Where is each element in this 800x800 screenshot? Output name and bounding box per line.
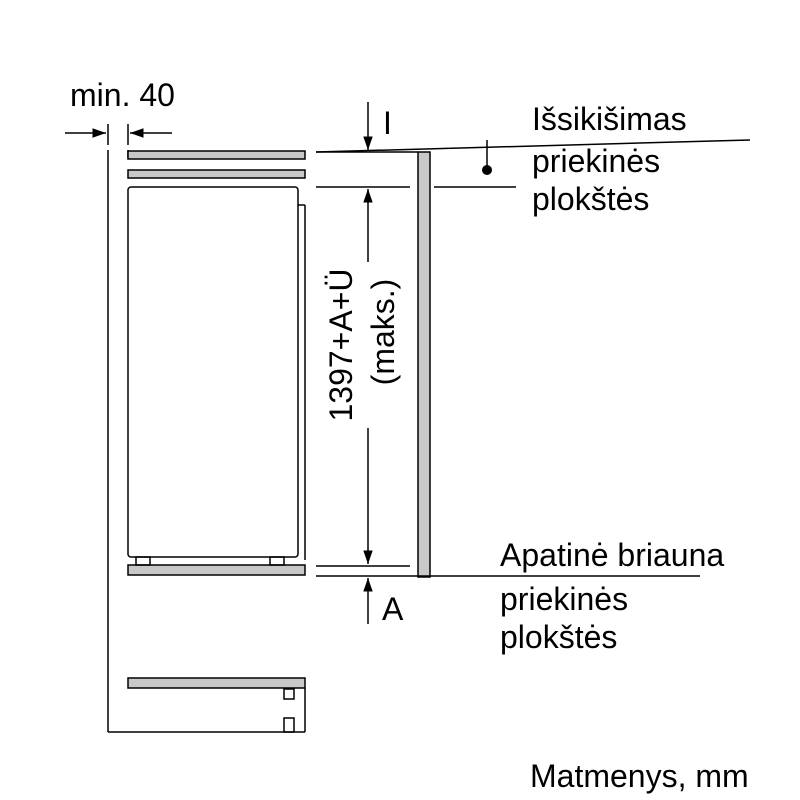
front-panel-door <box>417 151 431 578</box>
appliance-feet <box>283 688 295 733</box>
bottom-gap-label: A <box>382 591 404 627</box>
height-label-main: 1397+A+Ü <box>323 268 359 421</box>
appliance-body <box>127 186 306 566</box>
min-gap-dimension <box>65 124 172 145</box>
bottom-edge-label-2: priekinės <box>500 581 628 617</box>
overhang-callout <box>315 139 751 188</box>
top-gap-label: I <box>383 105 392 141</box>
bottom-edge-label-3: plokštės <box>500 619 617 655</box>
bottom-edge-callout <box>316 575 700 624</box>
top-gap-dimension <box>316 102 418 153</box>
overhang-label-1: Išsikišimas <box>532 101 687 137</box>
bottom-edge-label-1: Apatinė briauna <box>500 537 724 573</box>
cabinet-shelves <box>127 150 306 689</box>
overhang-label-3: plokštės <box>532 181 649 217</box>
height-dimension <box>316 186 410 567</box>
cabinet-niche <box>107 150 306 733</box>
height-label-sub: (maks.) <box>365 279 401 386</box>
min-gap-label: min. 40 <box>70 77 175 113</box>
overhang-label-2: priekinės <box>532 143 660 179</box>
units-label: Matmenys, mm <box>530 758 749 794</box>
